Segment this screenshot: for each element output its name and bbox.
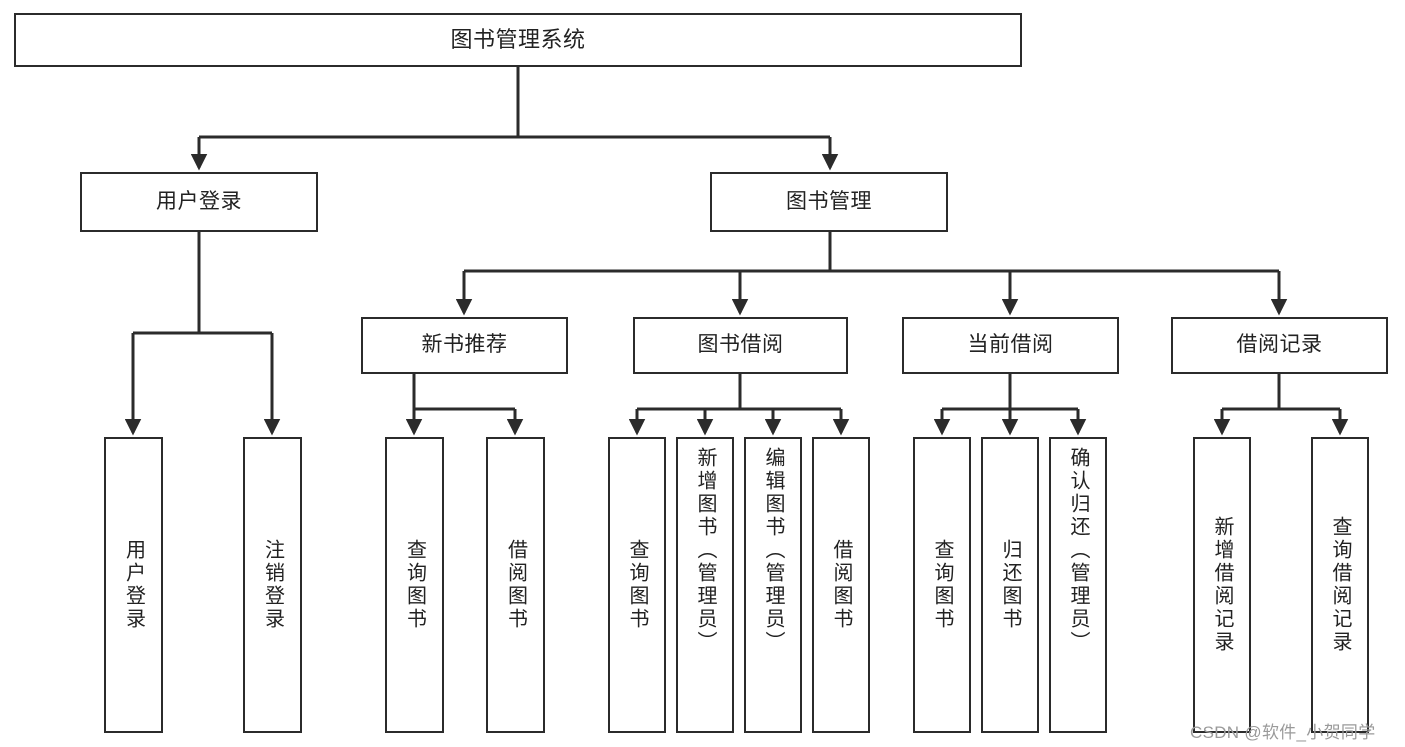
node-current-borrow[interactable]: 当前借阅	[902, 317, 1119, 374]
node-label: 新增图书（管理员）	[694, 447, 716, 654]
node-label: 借阅记录	[1236, 333, 1323, 357]
leaf-current-return-book[interactable]: 归还图书	[981, 437, 1039, 733]
node-label: 注销登录	[261, 539, 284, 631]
node-label: 用户登录	[122, 539, 145, 631]
node-label: 查询借阅记录	[1329, 516, 1351, 654]
node-label: 当前借阅	[967, 333, 1054, 357]
node-borrow-record[interactable]: 借阅记录	[1171, 317, 1388, 374]
node-label: 图书管理	[786, 189, 872, 213]
leaf-recommend-borrow-book[interactable]: 借阅图书	[486, 437, 545, 733]
leaf-recommend-query-book[interactable]: 查询图书	[385, 437, 444, 733]
node-label: 新书推荐	[421, 333, 508, 357]
leaf-borrow-query-book[interactable]: 查询图书	[608, 437, 666, 733]
node-book-borrow[interactable]: 图书借阅	[633, 317, 848, 374]
leaf-user-login-login[interactable]: 用户登录	[104, 437, 163, 733]
leaf-record-add-record[interactable]: 新增借阅记录	[1193, 437, 1251, 733]
node-label: 新增借阅记录	[1211, 516, 1233, 654]
node-label: 用户登录	[156, 189, 242, 213]
leaf-borrow-add-book-admin[interactable]: 新增图书（管理员）	[676, 437, 734, 733]
node-label: 编辑图书（管理员）	[762, 447, 784, 654]
node-label: 归还图书	[999, 539, 1021, 631]
leaf-borrow-borrow-book[interactable]: 借阅图书	[812, 437, 870, 733]
node-book-management[interactable]: 图书管理	[710, 172, 948, 232]
leaf-record-query-record[interactable]: 查询借阅记录	[1311, 437, 1369, 733]
node-label: 图书管理系统	[450, 27, 586, 53]
node-new-book-recommend[interactable]: 新书推荐	[361, 317, 568, 374]
node-label: 确认归还（管理员）	[1067, 447, 1089, 654]
leaf-current-query-book[interactable]: 查询图书	[913, 437, 971, 733]
node-root-system[interactable]: 图书管理系统	[14, 13, 1022, 67]
node-label: 查询图书	[403, 539, 426, 631]
node-label: 借阅图书	[830, 539, 852, 631]
leaf-user-login-logout[interactable]: 注销登录	[243, 437, 302, 733]
csdn-watermark: CSDN @软件_小贺同学	[1190, 723, 1376, 742]
node-label: 借阅图书	[504, 539, 527, 631]
node-label: 图书借阅	[697, 333, 784, 357]
node-user-login[interactable]: 用户登录	[80, 172, 318, 232]
leaf-current-confirm-return-admin[interactable]: 确认归还（管理员）	[1049, 437, 1107, 733]
leaf-borrow-edit-book-admin[interactable]: 编辑图书（管理员）	[744, 437, 802, 733]
node-label: 查询图书	[626, 539, 648, 631]
node-label: 查询图书	[931, 539, 953, 631]
